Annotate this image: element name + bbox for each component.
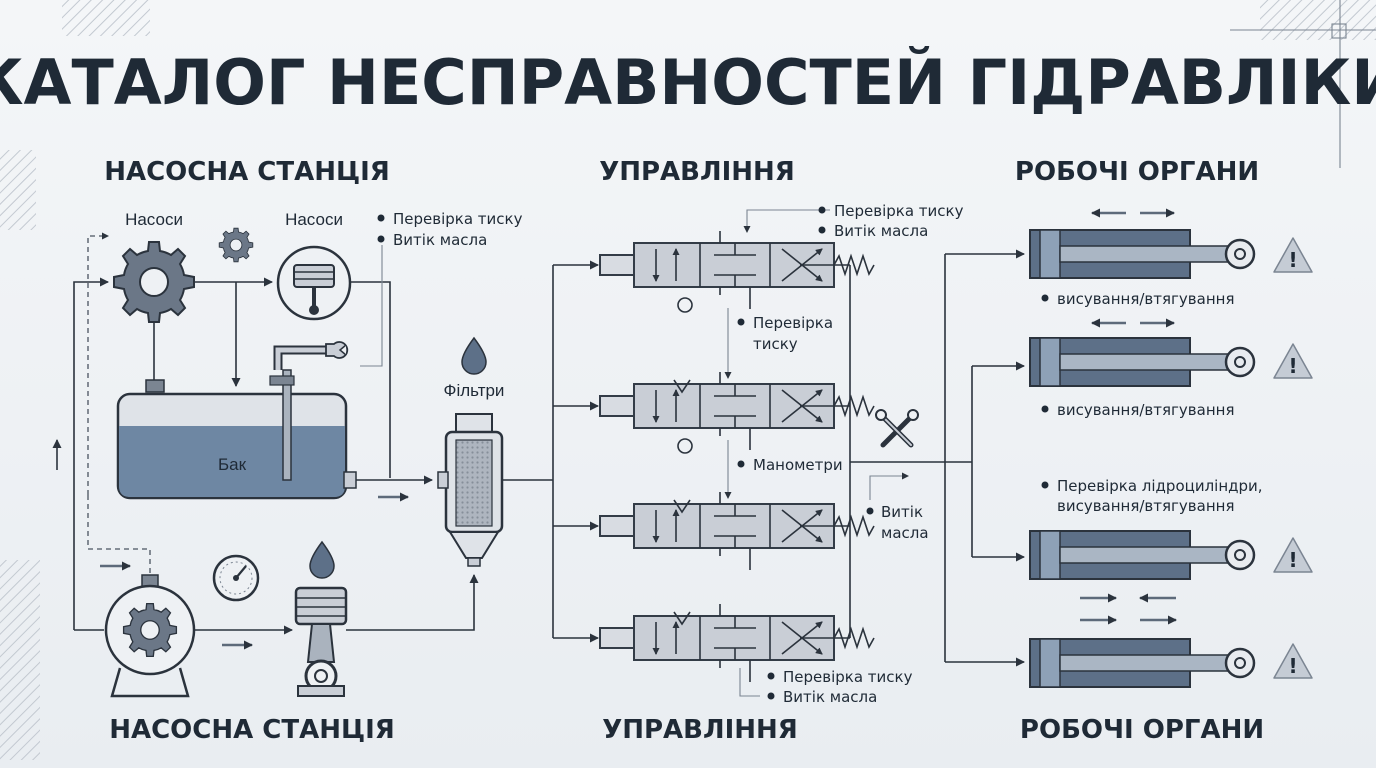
- note-control-pressure-check: Перевірка тиску: [834, 202, 964, 220]
- arrow-icon: [1080, 208, 1177, 625]
- note-cylinder-2: висування/втягування: [1057, 401, 1234, 419]
- hatch-decor: [1260, 0, 1376, 40]
- piston-icon: [294, 586, 348, 697]
- hatch-decor: [0, 150, 36, 230]
- droplet-icon: [309, 540, 335, 579]
- section-pump-station-bottom: НАСОСНА СТАНЦІЯ: [109, 715, 395, 745]
- warning-icon: [1273, 237, 1313, 273]
- note-control-oil-leak-3: Витік масла: [783, 688, 877, 706]
- wrench-icon: [325, 341, 349, 359]
- note-control-oil-leak: Витік масла: [834, 222, 928, 240]
- hydraulic-cylinder: [1028, 637, 1256, 689]
- section-control-bottom: УПРАВЛІННЯ: [602, 715, 798, 745]
- pumps-label-1: Насоси: [125, 210, 183, 229]
- droplet-icon: [461, 336, 487, 375]
- section-actuators-top: РОБОЧІ ОРГАНИ: [1015, 157, 1259, 187]
- section-control-top: УПРАВЛІННЯ: [599, 157, 795, 187]
- page-title: КАТАЛОГ НЕСПРАВНОСТЕЙ ГІДРАВЛІКИ: [0, 46, 1376, 119]
- note-control-pressure-check-2b: тиску: [753, 335, 798, 353]
- directional-valve: [600, 231, 874, 309]
- piston-icon: [276, 245, 352, 321]
- pumps-label-2: Насоси: [285, 210, 343, 229]
- note-cylinder-3a: Перевірка лідроциліндри,: [1057, 477, 1263, 495]
- warning-icon: [1273, 343, 1313, 379]
- note-control-pressure-check-2a: Перевірка: [753, 314, 833, 332]
- hatch-decor: [0, 560, 40, 760]
- note-pump-oil-leak: Витік масла: [393, 231, 487, 249]
- hatch-decor: [62, 0, 150, 36]
- warning-icon: [1273, 537, 1313, 573]
- section-actuators-bottom: РОБОЧІ ОРГАНИ: [1020, 715, 1264, 745]
- corner-decor: [1331, 23, 1347, 39]
- note-cylinder-3b: висування/втягування: [1057, 497, 1234, 515]
- tank: Бак: [116, 345, 357, 500]
- note-cylinder-1: висування/втягування: [1057, 290, 1234, 308]
- note-gauges: Манометри: [753, 456, 843, 474]
- hydraulic-cylinder: [1028, 336, 1256, 388]
- pressure-gauge-icon: [212, 554, 260, 602]
- tank-label: Бак: [218, 455, 247, 474]
- section-pump-station-top: НАСОСНА СТАНЦІЯ: [104, 157, 390, 187]
- warning-icon: [1273, 643, 1313, 679]
- gear-icon: [113, 241, 195, 323]
- filters-label: Фільтри: [444, 381, 505, 400]
- filter-icon: [437, 413, 504, 567]
- gear-icon: [218, 227, 254, 263]
- tools-icon: [875, 409, 919, 448]
- note-control-pressure-check-3: Перевірка тиску: [783, 668, 913, 686]
- note-mid-oil-leak-a: Витік: [881, 503, 923, 521]
- hydraulic-cylinder: [1028, 228, 1256, 280]
- note-mid-oil-leak-b: масла: [881, 524, 929, 542]
- hydraulic-cylinder: [1028, 529, 1256, 581]
- directional-valve: [600, 492, 874, 570]
- note-pump-pressure-check: Перевірка тиску: [393, 210, 523, 228]
- directional-valve: [600, 372, 874, 450]
- gear-icon: [104, 574, 196, 698]
